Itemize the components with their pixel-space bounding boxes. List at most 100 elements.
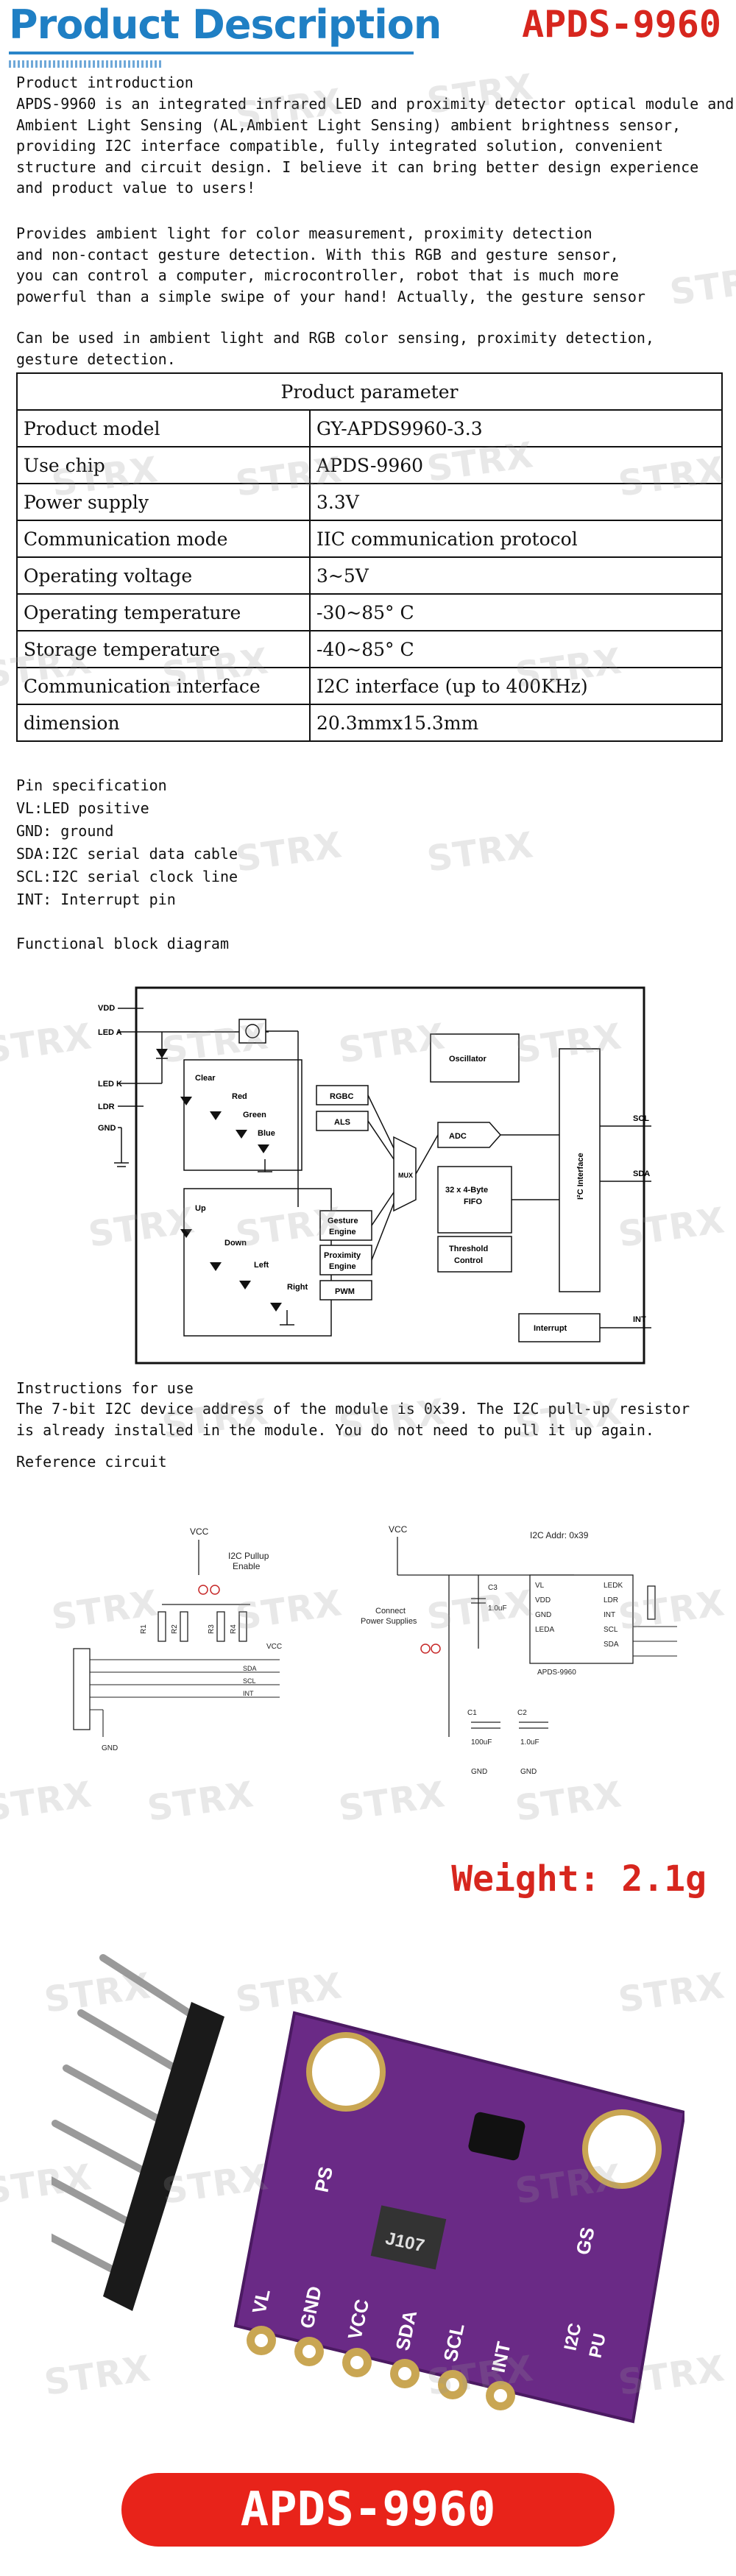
- ref-pullup-1: I2C Pullup: [228, 1551, 269, 1561]
- label-vdd: VDD: [98, 1004, 115, 1013]
- ref-sda-out: SDA: [243, 1665, 257, 1672]
- param-label: Communication interface: [16, 667, 311, 705]
- ref-gnd-left: GND: [102, 1744, 118, 1752]
- model-banner: APDS-9960: [121, 2473, 615, 2547]
- label-green: Green: [243, 1111, 266, 1119]
- label-right: Right: [287, 1283, 308, 1292]
- ref-c2: C2: [517, 1709, 527, 1717]
- label-gnd: GND: [98, 1124, 116, 1133]
- label-clear: Clear: [195, 1074, 216, 1083]
- pad-label-ps: PS: [311, 2165, 338, 2194]
- param-value: 3~5V: [309, 556, 723, 595]
- label-interrupt: Interrupt: [534, 1324, 567, 1333]
- ref-pin-int: INT: [604, 1611, 615, 1619]
- watermark: STRX: [233, 824, 345, 880]
- label-down: Down: [224, 1239, 247, 1248]
- ref-pin-vdd: VDD: [535, 1596, 551, 1604]
- reference-heading: Reference circuit: [16, 1453, 167, 1471]
- param-value: -30~85° C: [309, 593, 723, 631]
- ref-c3: C3: [488, 1584, 498, 1592]
- label-red: Red: [232, 1092, 247, 1101]
- ref-r3: R3: [208, 1624, 216, 1634]
- sensor-chip: [468, 2112, 526, 2161]
- title-dotted-rule: [9, 60, 163, 68]
- ref-vcc-right: VCC: [266, 1643, 282, 1651]
- param-value: -40~85° C: [309, 630, 723, 668]
- instructions-heading: Instructions for use: [16, 1379, 194, 1397]
- pin-header: [52, 1954, 224, 2311]
- ref-pin-ledk: LEDK: [604, 1582, 623, 1590]
- ref-scl-out: SCL: [243, 1677, 256, 1685]
- table-row: Storage temperature-40~85° C: [16, 630, 723, 668]
- ref-pin-scl: SCL: [604, 1626, 618, 1634]
- pin-label-vl: VL: [248, 2287, 275, 2315]
- label-leda: LED A: [98, 1028, 122, 1037]
- ref-power-2: Power Supplies: [361, 1617, 417, 1626]
- ref-c1: C1: [467, 1709, 477, 1717]
- diagram-frame: [135, 986, 645, 1365]
- label-proximity: Proximity: [324, 1251, 361, 1260]
- label-up: Up: [195, 1204, 206, 1213]
- ref-gnd-c1: GND: [471, 1768, 487, 1776]
- ref-pin-gnd: GND: [535, 1611, 551, 1619]
- intro-body: APDS-9960 is an integrated infrared LED …: [16, 95, 735, 197]
- ref-vcc-chip: VCC: [389, 1524, 408, 1535]
- label-scl: SCL: [633, 1114, 649, 1123]
- table-title: Product parameter: [16, 372, 723, 411]
- pin-spec-vl: VL:LED positive: [16, 799, 149, 817]
- weight-label: Weight: 2.1g: [451, 1858, 707, 1900]
- param-label: Operating voltage: [16, 556, 311, 595]
- label-fifo-2: FIFO: [464, 1197, 482, 1206]
- ref-pin-leda: LEDA: [535, 1626, 554, 1634]
- label-left: Left: [254, 1261, 269, 1270]
- board-photo: J107 PS GS I2C PU VL GND VCC SDA SCL INT: [52, 1954, 684, 2424]
- ref-power-1: Connect: [375, 1607, 406, 1616]
- ref-r2: R2: [171, 1624, 179, 1634]
- ref-r4: R4: [230, 1624, 238, 1634]
- ref-pin-ldr: LDR: [604, 1596, 618, 1604]
- table-header-row: Product parameter: [16, 372, 723, 411]
- pin-spec-heading: Pin specification: [16, 776, 167, 794]
- param-value: APDS-9960: [309, 446, 723, 484]
- ref-c1-val: 100uF: [471, 1738, 492, 1747]
- param-label: Use chip: [16, 446, 311, 484]
- instructions-body: The 7-bit I2C device address of the modu…: [16, 1400, 690, 1439]
- label-ldr: LDR: [98, 1103, 115, 1111]
- ref-c2-val: 1.0uF: [520, 1738, 539, 1747]
- page-header: Product Description APDS-9960: [0, 0, 736, 68]
- label-oscillator: Oscillator: [449, 1055, 486, 1064]
- ref-pullup-2: Enable: [233, 1561, 261, 1571]
- param-value: 3.3V: [309, 483, 723, 521]
- label-blue: Blue: [258, 1129, 275, 1138]
- pin-spec-int: INT: Interrupt pin: [16, 891, 176, 908]
- param-label: Product model: [16, 409, 311, 447]
- block-diagram-heading: Functional block diagram: [16, 935, 229, 952]
- label-pwm: PWM: [335, 1287, 355, 1296]
- model-title: APDS-9960: [522, 3, 721, 46]
- param-label: Communication mode: [16, 520, 311, 558]
- param-label: Operating temperature: [16, 593, 311, 631]
- label-adc: ADC: [449, 1132, 467, 1141]
- label-int: INT: [633, 1315, 646, 1324]
- intro-para-3: Can be used in ambient light and RGB col…: [16, 329, 654, 368]
- param-label: Power supply: [16, 483, 311, 521]
- label-fifo-1: 32 x 4-Byte: [445, 1186, 488, 1195]
- label-engine: Engine: [329, 1228, 356, 1236]
- param-value: I2C interface (up to 400KHz): [309, 667, 723, 705]
- title-underline: [9, 52, 414, 54]
- label-gesture: Gesture: [328, 1217, 358, 1225]
- ref-gnd-c2: GND: [520, 1768, 537, 1776]
- intro-para-2: Provides ambient light for color measure…: [16, 224, 645, 305]
- ref-pin-vl: VL: [535, 1582, 545, 1590]
- pin-spec-gnd: GND: ground: [16, 822, 114, 840]
- label-ledk: LED K: [98, 1080, 122, 1089]
- regulator-chip: [370, 2205, 447, 2270]
